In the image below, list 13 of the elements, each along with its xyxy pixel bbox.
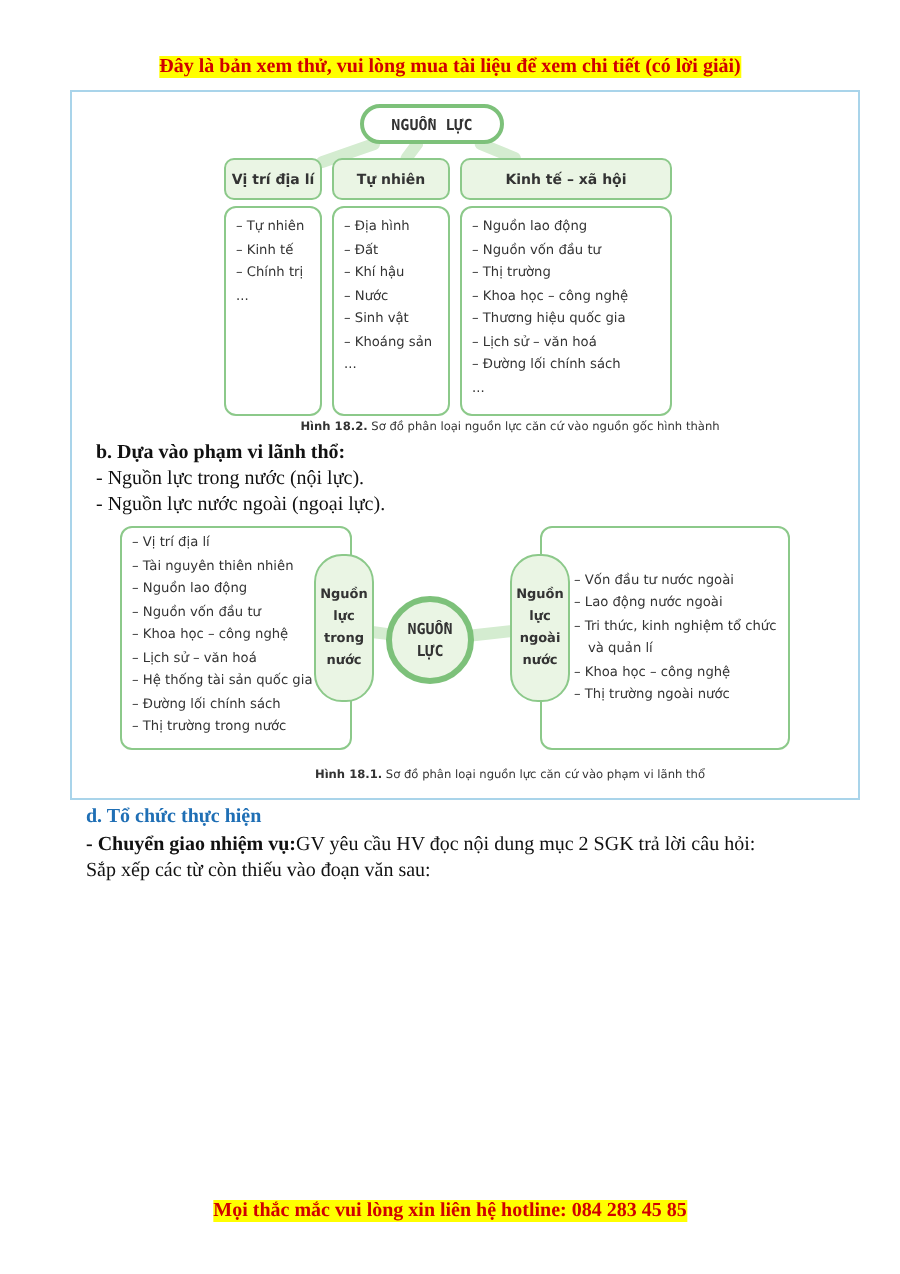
list-box <box>460 206 672 416</box>
watermark-notice: Đây là bản xem thử, vui lòng mua tài liệu để xem chi tiết (có lời giải) <box>159 56 741 78</box>
connector <box>400 138 424 164</box>
connector <box>474 138 521 164</box>
hotline-notice: Mọi thắc mắc vui lòng xin liên hệ hotline: 084 283 45 85 <box>213 1200 687 1222</box>
section-heading: d. Tổ chức thực hiện <box>86 806 262 828</box>
list-box <box>332 206 450 416</box>
bullet-text: - Nguồn lực trong nước (nội lực). <box>96 468 365 490</box>
section-heading: b. Dựa vào phạm vi lãnh thổ: <box>96 442 346 464</box>
task-text: - Chuyển giao nhiệm vụ:GV yêu cầu HV đọc nội dung mục 2 SGK trả lời câu hỏi: <box>86 834 756 856</box>
instruction-text: Sắp xếp các từ còn thiếu vào đoạn văn sau: <box>86 860 431 882</box>
list-box <box>224 206 322 416</box>
bullet-text: - Nguồn lực nước ngoài (ngoại lực). <box>96 494 386 516</box>
